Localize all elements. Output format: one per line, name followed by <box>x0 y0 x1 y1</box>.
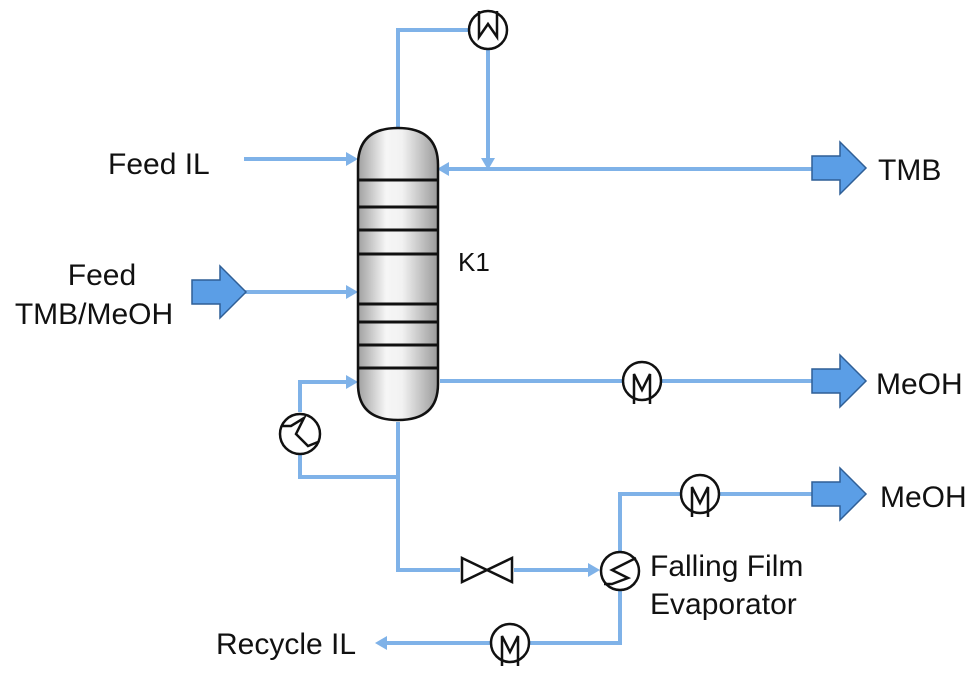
label-feed-tmb-meoh-line1: Feed <box>68 259 136 292</box>
valve-icon <box>460 556 514 584</box>
label-evaporator-line1: Falling Film <box>650 550 803 583</box>
label-recycle-il: Recycle IL <box>216 628 356 661</box>
label-feed-tmb-meoh-line2: TMB/MeOH <box>15 298 173 331</box>
arrowhead-recycle-il <box>375 636 387 650</box>
column-shell <box>356 126 440 422</box>
vapor-cooler-icon <box>679 473 721 517</box>
label-column-k1: K1 <box>458 247 490 277</box>
side-draw-cooler-icon <box>621 360 663 404</box>
meoh-side-product-arrow-icon <box>811 353 868 409</box>
arrowhead-feed-tmb-meoh <box>346 285 358 299</box>
column-k1 <box>356 126 440 422</box>
reboiler-icon <box>278 412 322 456</box>
pipe-vapor-overhead <box>396 28 468 128</box>
label-product-meoh-side: MeOH <box>876 368 963 401</box>
label-evaporator-line2: Evaporator <box>650 588 797 621</box>
arrowhead-reflux <box>437 162 449 176</box>
pipe-reboiler-loop <box>298 380 398 479</box>
flow-arrowheads <box>346 152 600 650</box>
arrowhead-condensate <box>481 158 495 170</box>
pipes <box>244 28 812 645</box>
label-product-meoh-evaporator: MeOH <box>880 481 967 514</box>
labels: Feed IL Feed TMB/MeOH K1 TMB MeOH MeOH F… <box>15 148 967 661</box>
pipe-evaporator-liquid <box>385 590 622 645</box>
block-arrows <box>191 140 868 522</box>
label-product-tmb: TMB <box>878 154 941 187</box>
tmb-product-arrow-icon <box>811 140 868 196</box>
falling-film-evaporator-icon <box>599 550 641 592</box>
arrowhead-feed-il <box>346 152 358 166</box>
pipe-evaporator-vapor <box>618 492 812 552</box>
condenser-icon <box>467 9 509 51</box>
column-trays <box>358 178 438 370</box>
arrowhead-reboiler-return <box>346 375 358 389</box>
pipe-bottoms <box>396 422 592 572</box>
feed-tmb-meoh-arrow-icon <box>191 264 248 320</box>
meoh-evaporator-product-arrow-icon <box>811 466 868 522</box>
recycle-cooler-icon <box>489 622 531 666</box>
label-feed-il: Feed IL <box>108 148 210 181</box>
arrowhead-to-evaporator <box>588 563 600 577</box>
